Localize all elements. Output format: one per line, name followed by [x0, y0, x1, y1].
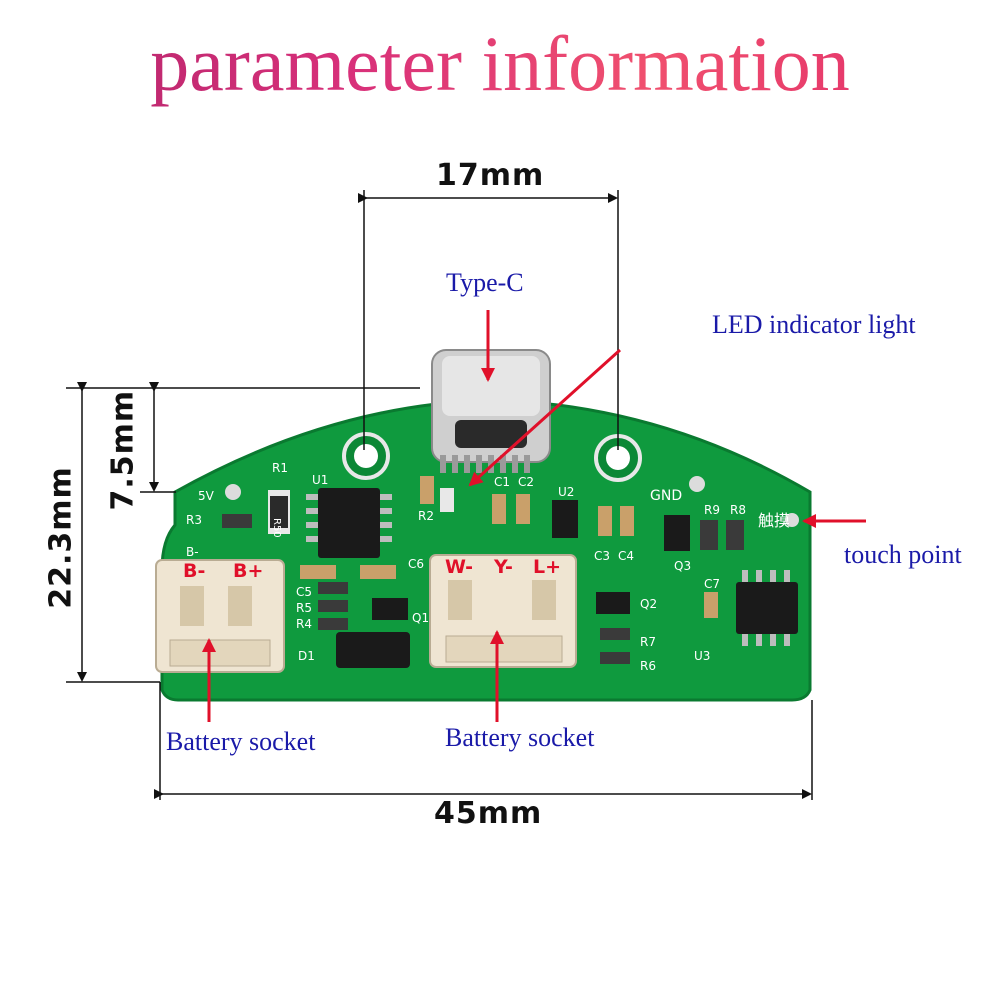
silk-c3: C3 — [594, 549, 610, 563]
callout-led-indicator: LED indicator light — [712, 310, 916, 339]
silk-r7: R7 — [640, 635, 656, 649]
silk-r2: R2 — [418, 509, 434, 523]
silk-r50: R50 — [271, 518, 282, 538]
silk-q1: Q1 — [412, 611, 429, 625]
silk-touch-cn: 触摸 — [758, 511, 790, 530]
dimension-lines — [66, 190, 813, 800]
silk-c2: C2 — [518, 475, 534, 489]
silk-c1: C1 — [494, 475, 510, 489]
dimension-total-width: 45mm — [434, 796, 543, 831]
silk-5v: 5V — [198, 489, 215, 503]
silk-r5: R5 — [296, 601, 312, 615]
mounting-holes — [225, 432, 799, 527]
silk-c7: C7 — [704, 577, 720, 591]
pin-b-minus: B- — [183, 560, 206, 582]
passive-components — [222, 476, 744, 664]
silk-u3: U3 — [694, 649, 710, 663]
silk-c4: C4 — [618, 549, 634, 563]
dimension-total-height: 22.3mm — [43, 466, 79, 609]
arrow-led — [468, 348, 622, 487]
silk-r8: R8 — [730, 503, 746, 517]
silk-r9: R9 — [704, 503, 720, 517]
silk-r3: R3 — [186, 513, 202, 527]
page-title: parameter information — [0, 14, 1000, 114]
battery-socket-right — [429, 554, 577, 668]
callout-touch-point: touch point — [844, 540, 962, 569]
silk-r4: R4 — [296, 617, 312, 631]
dimension-connector-height: 7.5mm — [105, 389, 141, 511]
silk-u1: U1 — [312, 473, 328, 487]
silk-r1: R1 — [272, 461, 288, 475]
silk-q2: Q2 — [640, 597, 657, 611]
callout-battery-socket-right: Battery socket — [445, 723, 595, 752]
pin-w-minus: W- — [445, 556, 473, 578]
dimension-top-width: 17mm — [436, 158, 545, 193]
callout-type-c: Type-C — [446, 268, 524, 297]
callout-arrows — [202, 310, 866, 722]
silk-b-minus: B- — [186, 545, 199, 559]
pin-l-plus: L+ — [533, 556, 562, 578]
callout-battery-socket-left: Battery socket — [166, 727, 316, 756]
silk-u2: U2 — [558, 485, 574, 499]
type-c-connector — [431, 349, 551, 473]
pin-y-minus: Y- — [494, 556, 513, 578]
ic-chips — [306, 488, 798, 668]
pin-b-plus: B+ — [233, 560, 264, 582]
silkscreen-labels: R1 U1 R3 R50 5V B- C5 R5 R4 D1 Q1 C6 C1 … — [186, 461, 790, 673]
silk-r6: R6 — [640, 659, 656, 673]
silk-gnd: GND — [650, 488, 682, 504]
silk-c5: C5 — [296, 585, 312, 599]
silk-c6: C6 — [408, 557, 424, 571]
silk-q3: Q3 — [674, 559, 691, 573]
silk-d1: D1 — [298, 649, 315, 663]
battery-socket-left — [155, 559, 285, 673]
